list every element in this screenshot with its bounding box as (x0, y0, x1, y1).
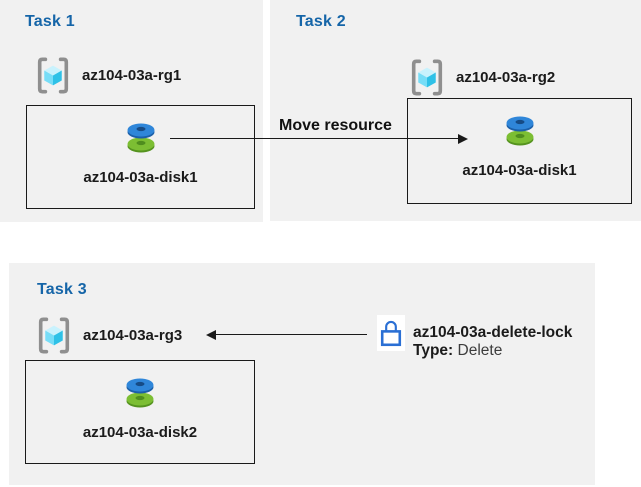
task3-title: Task 3 (37, 281, 87, 298)
task1-disk-label: az104-03a-disk1 (83, 169, 198, 186)
delete-lock-name: az104-03a-delete-lock (413, 324, 573, 341)
task1-resource-group: az104-03a-rg1 (34, 52, 181, 99)
disk-icon (500, 112, 540, 150)
delete-lock-type-value: Delete (457, 342, 503, 359)
task2-title: Task 2 (296, 13, 346, 30)
task3-rg-label: az104-03a-rg3 (83, 327, 183, 344)
lock-icon (379, 318, 403, 348)
resource-group-icon (34, 52, 72, 99)
task1-rg-label: az104-03a-rg1 (82, 67, 182, 84)
task2-resource-box: az104-03a-disk1 (407, 98, 632, 204)
task3-panel: Task 3 az104-03a-rg3 (9, 263, 595, 485)
lock-arrow-head-icon (206, 330, 216, 340)
resource-group-icon (35, 312, 73, 359)
move-arrow-line (170, 138, 460, 139)
task2-resource-group: az104-03a-rg2 (408, 54, 555, 101)
task2-disk-label: az104-03a-disk1 (462, 162, 577, 179)
task2-rg-label: az104-03a-rg2 (456, 69, 556, 86)
delete-lock-type-label: Type: (413, 342, 454, 359)
task1-resource-box: az104-03a-disk1 (26, 105, 255, 209)
lock-arrow-line (214, 334, 367, 335)
disk-icon (121, 119, 161, 157)
task3-resource-box: az104-03a-disk2 (25, 360, 255, 464)
move-arrow-head-icon (458, 134, 468, 144)
task3-resource-group: az104-03a-rg3 (35, 312, 182, 359)
move-resource-label: Move resource (279, 117, 392, 134)
disk-icon (120, 374, 160, 412)
lock-chip (377, 315, 405, 351)
task1-title: Task 1 (25, 13, 75, 30)
delete-lock-type: Type: Delete (413, 342, 572, 360)
task2-panel: Task 2 az104-03a-rg2 (270, 0, 641, 221)
delete-lock-text: az104-03a-delete-lock Type: Delete (413, 324, 572, 360)
resource-group-icon (408, 54, 446, 101)
task1-panel: Task 1 az104-03a-rg1 (0, 0, 263, 222)
task3-disk-label: az104-03a-disk2 (82, 424, 198, 441)
